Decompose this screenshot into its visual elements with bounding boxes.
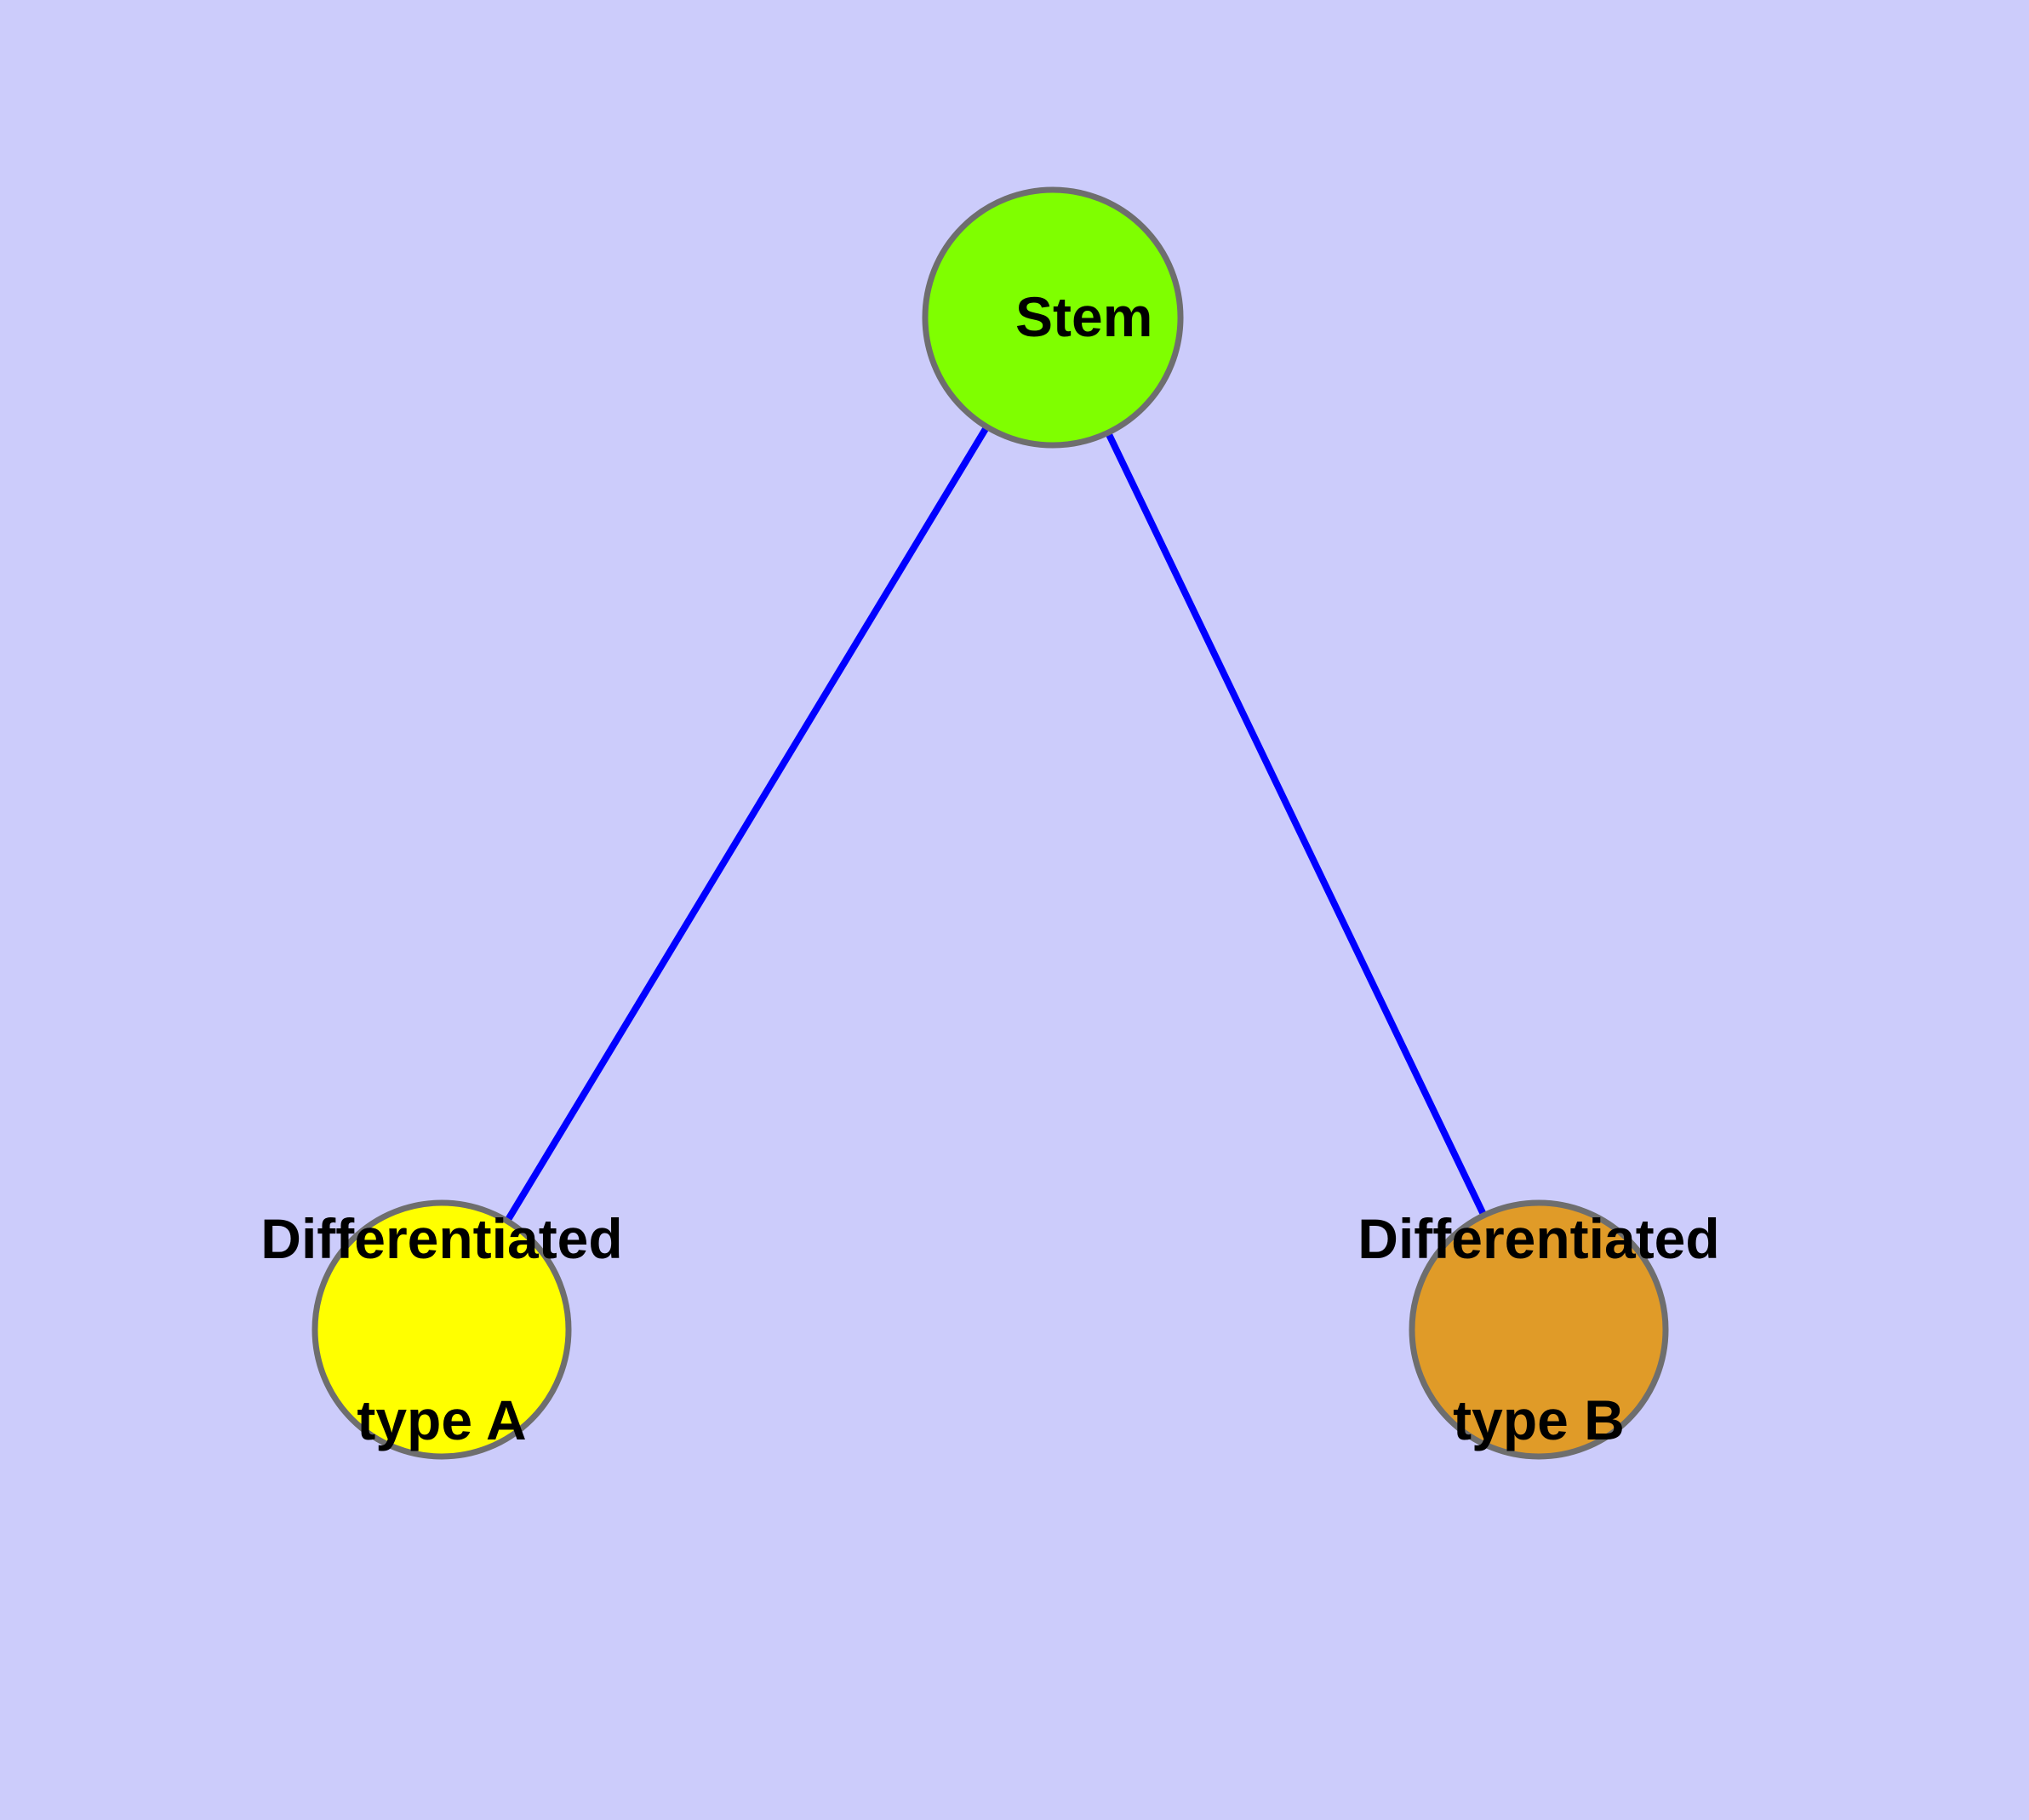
edge-stem-to-differentiated-type-a[interactable] [505, 426, 990, 1222]
node-stem[interactable] [922, 186, 1184, 449]
node-layer [311, 186, 1669, 1460]
edge-layer [505, 426, 1487, 1222]
node-differentiated-type-b[interactable] [1409, 1199, 1669, 1460]
node-differentiated-type-a[interactable] [311, 1199, 572, 1460]
edge-stem-to-differentiated-type-b[interactable] [1105, 432, 1487, 1216]
